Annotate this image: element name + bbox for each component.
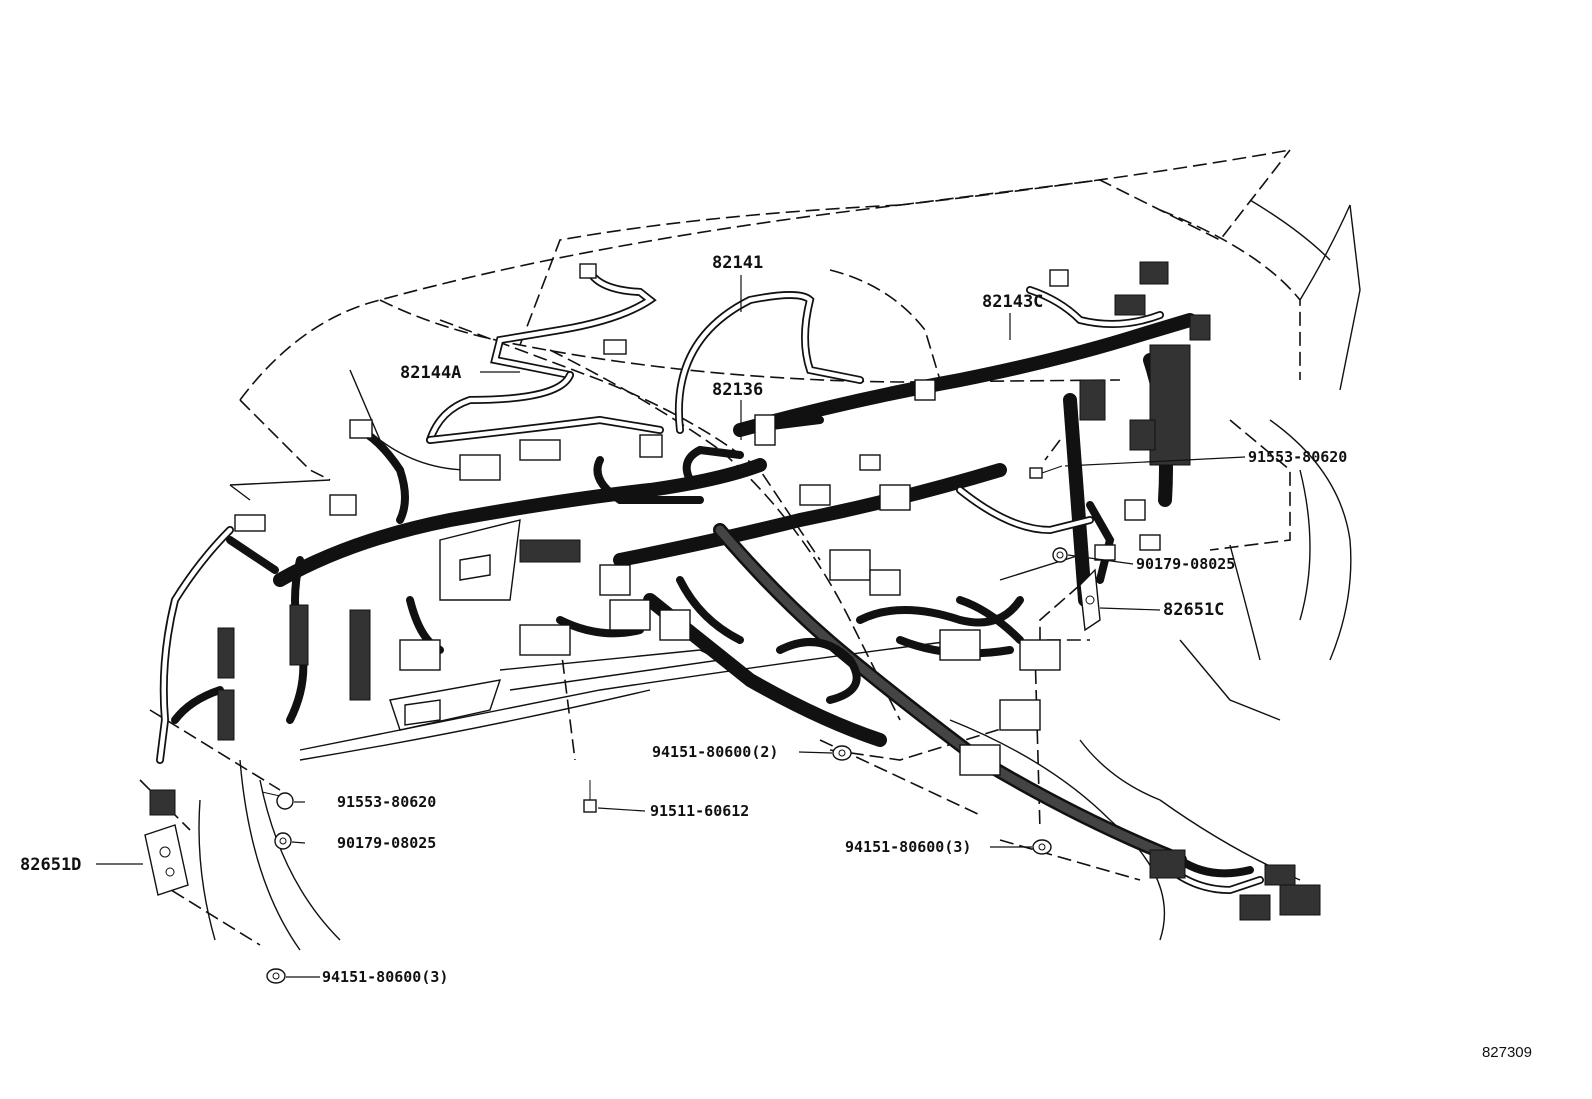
- clip-94151-bottom3: [266, 968, 286, 984]
- callout-91511-60612: 91511-60612: [650, 802, 749, 820]
- callout-94151-80600-2: 94151-80600(2): [652, 743, 778, 761]
- figure-id: 827309: [1481, 1044, 1532, 1061]
- bracket-82651D: [144, 824, 189, 896]
- main-harness-82136: [273, 313, 1197, 867]
- bolt-91553-left: [261, 791, 294, 810]
- bolt-91553-right: [1029, 465, 1063, 479]
- callout-82144A: 82144A: [400, 363, 461, 383]
- clip-94151-mid2: [832, 745, 852, 761]
- bolt-91511: [583, 780, 597, 813]
- connectors: [149, 261, 1321, 921]
- fasteners: [261, 465, 1068, 984]
- bracket-82651C: [1079, 568, 1101, 632]
- callout-labels: 82141 82143C 82144A 82136 91553-80620 90…: [20, 253, 1347, 986]
- callout-91553-80620-right: 91553-80620: [1248, 448, 1347, 466]
- callout-90179-08025-left: 90179-08025: [337, 834, 436, 852]
- brackets: [144, 568, 1101, 896]
- callout-91553-80620-left: 91553-80620: [337, 793, 436, 811]
- callout-82651D: 82651D: [20, 855, 81, 875]
- body-panels: [198, 199, 1361, 951]
- callout-94151-80600-3-mid: 94151-80600(3): [845, 838, 971, 856]
- branch-wires: [156, 268, 1264, 895]
- callout-82141: 82141: [712, 253, 763, 273]
- leader-lines: [96, 275, 1246, 978]
- callout-82136: 82136: [712, 380, 763, 400]
- callout-90179-08025-right: 90179-08025: [1136, 555, 1235, 573]
- nut-90179-left: [274, 832, 292, 850]
- clip-94151-mid3: [1032, 839, 1052, 855]
- nut-90179-right: [1052, 547, 1068, 563]
- callout-94151-80600-3-bottom: 94151-80600(3): [322, 968, 448, 986]
- callout-82143C: 82143C: [982, 292, 1043, 312]
- callout-82651C: 82651C: [1163, 600, 1224, 620]
